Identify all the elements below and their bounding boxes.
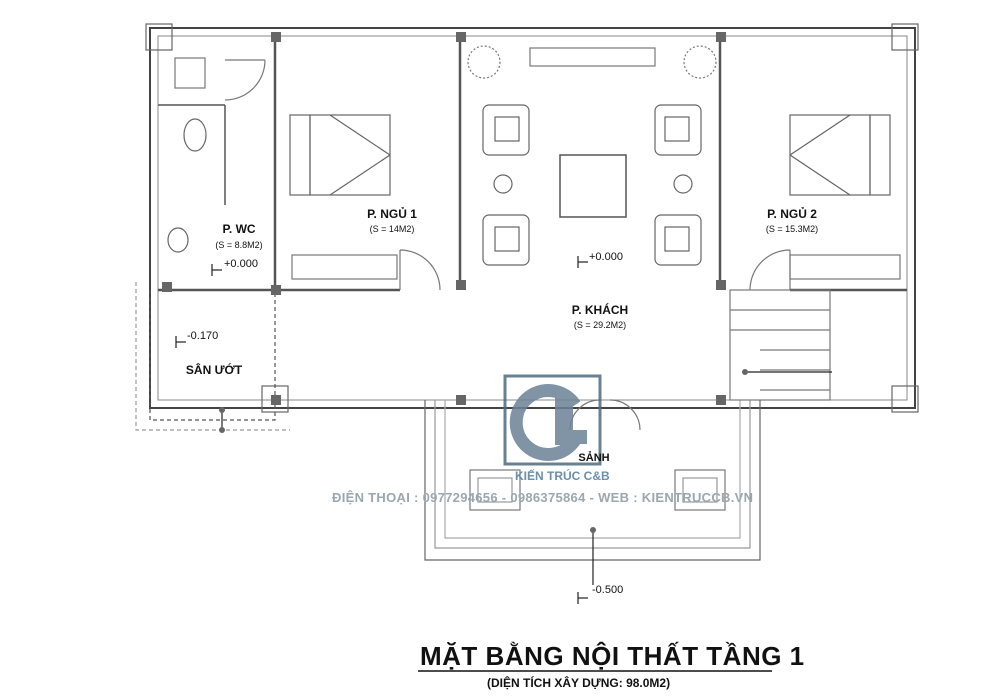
entry-door [609, 399, 641, 431]
column [162, 282, 172, 292]
column [271, 395, 281, 405]
columns [162, 32, 748, 533]
corner-ornament [891, 385, 919, 413]
room-area-wc: (S = 8.8M2) [215, 240, 263, 250]
washbasin [167, 227, 189, 253]
bed-1 [289, 114, 391, 196]
brand-logo [503, 374, 602, 466]
column [716, 280, 726, 290]
level-marker [577, 592, 588, 604]
level-marker [175, 336, 186, 348]
column [271, 32, 281, 42]
column [456, 280, 466, 290]
level-label-living: +0.000 [589, 251, 623, 263]
shower [174, 57, 206, 89]
room-name-bedroom1: P. NGỦ 1 [367, 207, 417, 221]
room-area-bedroom2: (S = 15.3M2) [765, 224, 819, 234]
drawing-subtitle: (DIỆN TÍCH XÂY DỰNG: 98.0M2) [487, 676, 671, 690]
column [456, 32, 466, 42]
level-marker [211, 264, 222, 276]
wet-yard-outer [135, 282, 290, 431]
outer-wall [149, 27, 916, 409]
dot-marker [590, 527, 596, 533]
dot-marker [219, 427, 225, 433]
armchair [482, 214, 530, 266]
armchair [654, 104, 702, 156]
dot-marker [219, 407, 225, 413]
plant-pot [467, 45, 501, 79]
column [716, 32, 726, 42]
porch-column-inner [682, 477, 718, 503]
coffee-table [559, 154, 627, 218]
armchair [482, 104, 530, 156]
side-table [493, 174, 513, 194]
level-label-porch: -0.500 [592, 584, 624, 596]
room-name-wc: P. WC [222, 222, 256, 236]
tv-cabinet [529, 47, 656, 67]
brand-name: KIẾN TRÚC C&B [515, 469, 610, 483]
room-name-porch: SẢNH [578, 452, 610, 464]
corner-ornament [891, 23, 919, 51]
porch-column-inner [477, 477, 513, 503]
level-label-yard: -0.170 [187, 330, 219, 342]
plant-pot [683, 45, 717, 79]
room-name-living: P. KHÁCH [571, 303, 629, 317]
wc-door [224, 59, 266, 101]
wet-yard-outline [149, 290, 276, 421]
side-table [673, 174, 693, 194]
wardrobe-1 [291, 254, 398, 280]
room-name-bedroom2: P. NGỦ 2 [767, 207, 817, 221]
staircase [729, 289, 832, 401]
armchair [654, 214, 702, 266]
level-marker [577, 256, 588, 268]
bed1-door [399, 249, 441, 291]
column [716, 395, 726, 405]
bed-2 [789, 114, 891, 196]
porch-column [674, 469, 726, 511]
column [271, 285, 281, 295]
wardrobe-2 [789, 254, 901, 280]
column [456, 395, 466, 405]
room-name-wet-yard: SÂN ƯỚT [185, 363, 243, 377]
drawing-title: MẶT BẰNG NỘI THẤT TẦNG 1 [420, 641, 805, 671]
contact-info: ĐIỆN THOẠI : 0977294656 - 0986375864 - W… [332, 490, 754, 505]
toilet [183, 118, 207, 152]
dot-marker [742, 369, 748, 375]
corner-ornament [145, 23, 173, 51]
level-label-wc: +0.000 [224, 258, 258, 270]
porch-column [469, 469, 521, 511]
room-area-bedroom1: (S = 14M2) [369, 224, 415, 234]
room-area-living: (S = 29.2M2) [573, 320, 627, 330]
